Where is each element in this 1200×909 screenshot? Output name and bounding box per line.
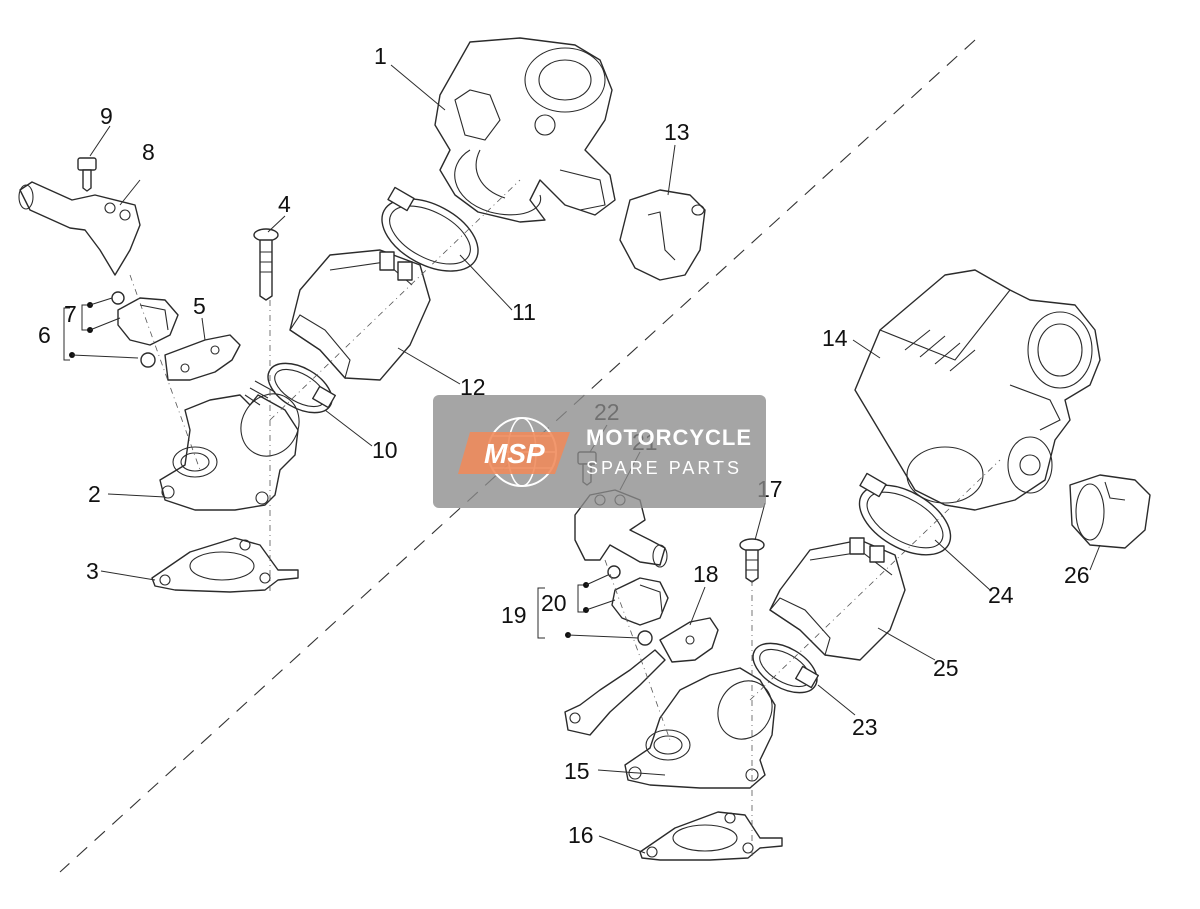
callout-20: 20 xyxy=(541,590,567,616)
assembly-axis xyxy=(129,274,201,471)
callout-3: 3 xyxy=(86,558,99,584)
part-18-plate xyxy=(564,617,719,736)
part-3-gasket xyxy=(151,537,299,593)
callout-7: 7 xyxy=(64,301,77,327)
callout-6: 6 xyxy=(38,322,51,348)
part-17-bolt xyxy=(739,538,765,583)
watermark-line-2: SPARE PARTS xyxy=(586,458,742,478)
callout-13: 13 xyxy=(664,119,690,145)
callout-15: 15 xyxy=(564,758,590,784)
part-20-sensor xyxy=(607,565,669,646)
part-14-throttle-body xyxy=(854,269,1101,511)
bracket-6-7 xyxy=(63,297,139,361)
part-4-bolt xyxy=(253,228,279,301)
part-5-plate xyxy=(164,334,241,381)
watermark-logo-badge xyxy=(458,432,570,474)
callout-14: 14 xyxy=(822,325,848,351)
leader-lines xyxy=(89,64,1101,854)
part-24-clamp xyxy=(858,472,952,556)
part-26-cap xyxy=(1069,474,1151,549)
assembly-axis xyxy=(269,179,521,421)
part-25-intake-sleeve xyxy=(769,537,906,661)
watermark-line-1: MOTORCYCLE xyxy=(586,425,752,450)
part-11-clamp xyxy=(381,186,479,272)
part-1-throttle-body xyxy=(434,37,616,223)
callout-16: 16 xyxy=(568,822,594,848)
callout-1: 1 xyxy=(374,43,387,69)
callout-8: 8 xyxy=(142,139,155,165)
part-12-intake-sleeve xyxy=(289,249,431,381)
assembly-axis xyxy=(604,559,671,741)
callout-24: 24 xyxy=(988,582,1014,608)
part-2-manifold xyxy=(159,380,300,511)
callout-11: 11 xyxy=(512,299,536,325)
callout-18: 18 xyxy=(693,561,719,587)
part-13-cap xyxy=(619,189,706,281)
watermark-logo-text: MSP xyxy=(484,438,545,469)
callout-2: 2 xyxy=(88,481,101,507)
part-23-clamp xyxy=(752,642,819,694)
callout-23: 23 xyxy=(852,714,878,740)
callout-25: 25 xyxy=(933,655,959,681)
bracket-19-20 xyxy=(537,574,639,639)
callout-4: 4 xyxy=(278,191,291,217)
callout-5: 5 xyxy=(193,293,206,319)
callout-26: 26 xyxy=(1064,562,1090,588)
part-9-screw xyxy=(77,157,97,192)
assembly-axis xyxy=(749,459,1001,701)
watermark-panel xyxy=(433,395,766,508)
callout-9: 9 xyxy=(100,103,113,129)
part-15-manifold xyxy=(624,667,776,789)
watermark: MSP MOTORCYCLE SPARE PARTS xyxy=(433,395,766,508)
part-8-injector-bracket xyxy=(18,181,141,276)
part-7-sensor xyxy=(111,291,179,368)
callout-10: 10 xyxy=(372,437,398,463)
part-16-gasket xyxy=(639,811,783,861)
callout-19: 19 xyxy=(501,602,527,628)
